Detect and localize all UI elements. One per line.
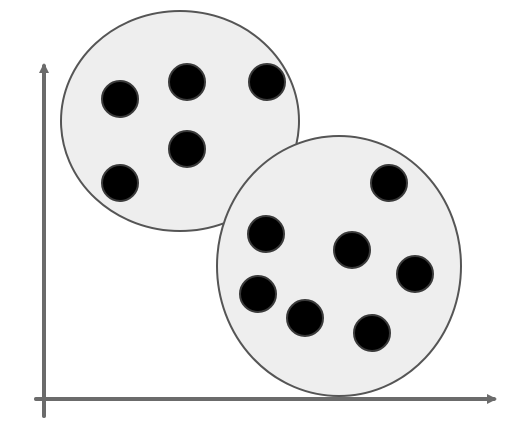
cluster-2-point — [396, 255, 434, 293]
cluster-1-point — [168, 63, 206, 101]
cluster-1-point — [248, 63, 286, 101]
cluster-2-point — [370, 164, 408, 202]
cluster-2 — [216, 135, 462, 397]
cluster-2-point — [247, 215, 285, 253]
cluster-1-point — [101, 80, 139, 118]
cluster-2-point — [286, 299, 324, 337]
cluster-2-point — [353, 314, 391, 352]
cluster-2-point — [239, 275, 277, 313]
cluster-1-point — [168, 130, 206, 168]
cluster-2-point — [333, 231, 371, 269]
cluster-1-point — [101, 164, 139, 202]
cluster-2-ellipse — [216, 135, 462, 397]
cluster-1 — [60, 10, 300, 232]
